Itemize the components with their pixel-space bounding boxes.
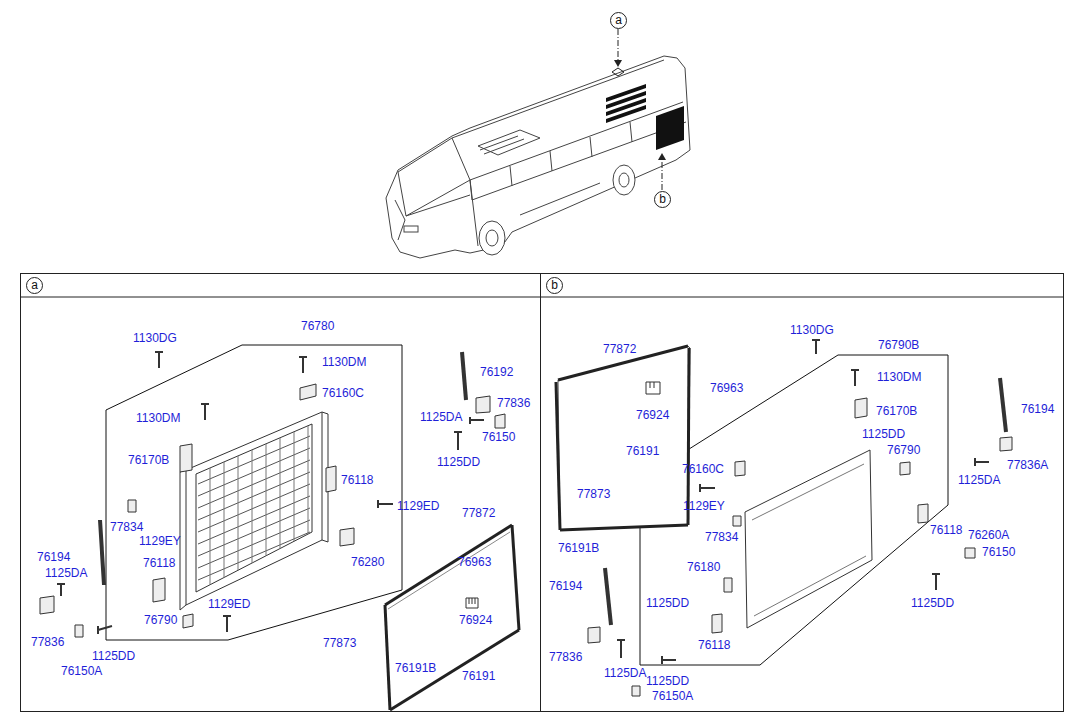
part-number: 76118 [930,523,962,537]
part-number: 1125DD [92,649,135,663]
panel-letter: a [26,277,43,294]
part-number: 76170B [876,404,917,418]
grille-slat [198,508,310,556]
part-number: 76790 [144,613,177,627]
grille-slat [238,456,239,570]
part-number: 1125DD [646,674,689,688]
grille-slat [266,444,267,556]
grille-slat [308,426,309,534]
part-number: 1130DG [790,323,834,337]
part-number: 76194 [1021,402,1054,416]
view-callout: a [610,12,627,29]
part-number: 1129ED [208,597,250,611]
part-number: 76790B [878,338,919,352]
part-number: 77834 [110,520,143,534]
grille-slat [280,438,281,549]
part-number: 1125DD [911,596,954,610]
grille-slat [210,468,211,585]
part-number: 76924 [636,408,669,422]
part-number: 1130DM [322,355,366,369]
panel-frame: b [540,273,1064,712]
grille-slat [224,462,225,578]
part-number: 76150A [652,689,693,703]
part-number: 1130DM [877,370,921,384]
panel-b-drawing [556,340,1012,696]
part-number: 76170B [128,453,169,467]
part-number: 76118 [698,638,730,652]
part-number: 77873 [323,636,356,650]
part-number: 76194 [549,579,582,593]
grille-slat [198,532,310,580]
panel-frame: a [20,273,541,712]
part-number: 1129EY [139,534,181,548]
part-number: 77836 [549,650,582,664]
part-number: 76191 [462,669,495,683]
part-number: 1125DD [646,596,689,610]
region-marks [606,29,684,190]
part-number: 76191 [626,444,659,458]
part-number: 1125DA [958,473,1000,487]
panel-a-drawing [40,345,519,710]
part-number: 77873 [577,487,610,501]
part-number: 76260A [968,528,1009,542]
grille-slat [198,460,310,508]
part-number: 1130DM [136,411,180,425]
part-number: 77836A [1007,458,1048,472]
part-number: 76280 [351,555,384,569]
view-callout: b [654,191,671,208]
part-number: 76150 [982,545,1015,559]
header-rule [20,297,1064,298]
grille-slat [198,436,310,484]
bus-drawing [386,56,690,258]
panel-letter: b [546,277,563,294]
part-number: 1125DA [604,666,646,680]
part-number: 1129ED [397,499,439,513]
part-number: 76150A [61,664,102,678]
part-number: 77872 [462,506,495,520]
grille-slat [198,484,310,532]
part-number: 76160C [682,462,724,476]
part-number: 1129EY [683,499,725,513]
part-number: 77834 [705,530,738,544]
part-number: 76180 [687,560,720,574]
part-number: 76924 [459,613,492,627]
part-number: 76191B [395,661,436,675]
grille-slat [252,450,253,563]
grille-slat [198,520,310,568]
part-number: 76118 [341,473,373,487]
grille-slat [198,448,310,496]
part-number: 76963 [710,381,743,395]
part-number: 76194 [37,550,70,564]
part-number: 76160C [322,386,364,400]
part-number: 77836 [31,635,64,649]
part-number: 1125DA [45,566,87,580]
part-number: 76192 [480,365,513,379]
grille-slat [198,472,310,520]
part-number: 1130DG [133,331,177,345]
grille-slat [294,432,295,542]
part-number: 76790 [887,443,920,457]
part-number: 76963 [458,555,491,569]
part-number: 76118 [143,556,175,570]
part-number: 1125DD [437,455,480,469]
part-number: 76780 [301,319,334,333]
part-number: 76191B [558,541,599,555]
part-number: 77836 [497,396,530,410]
part-number: 76150 [482,430,515,444]
part-number: 1125DD [862,427,905,441]
part-number: 1125DA [420,410,462,424]
grille-slat [198,496,310,544]
part-number: 77872 [603,342,636,356]
